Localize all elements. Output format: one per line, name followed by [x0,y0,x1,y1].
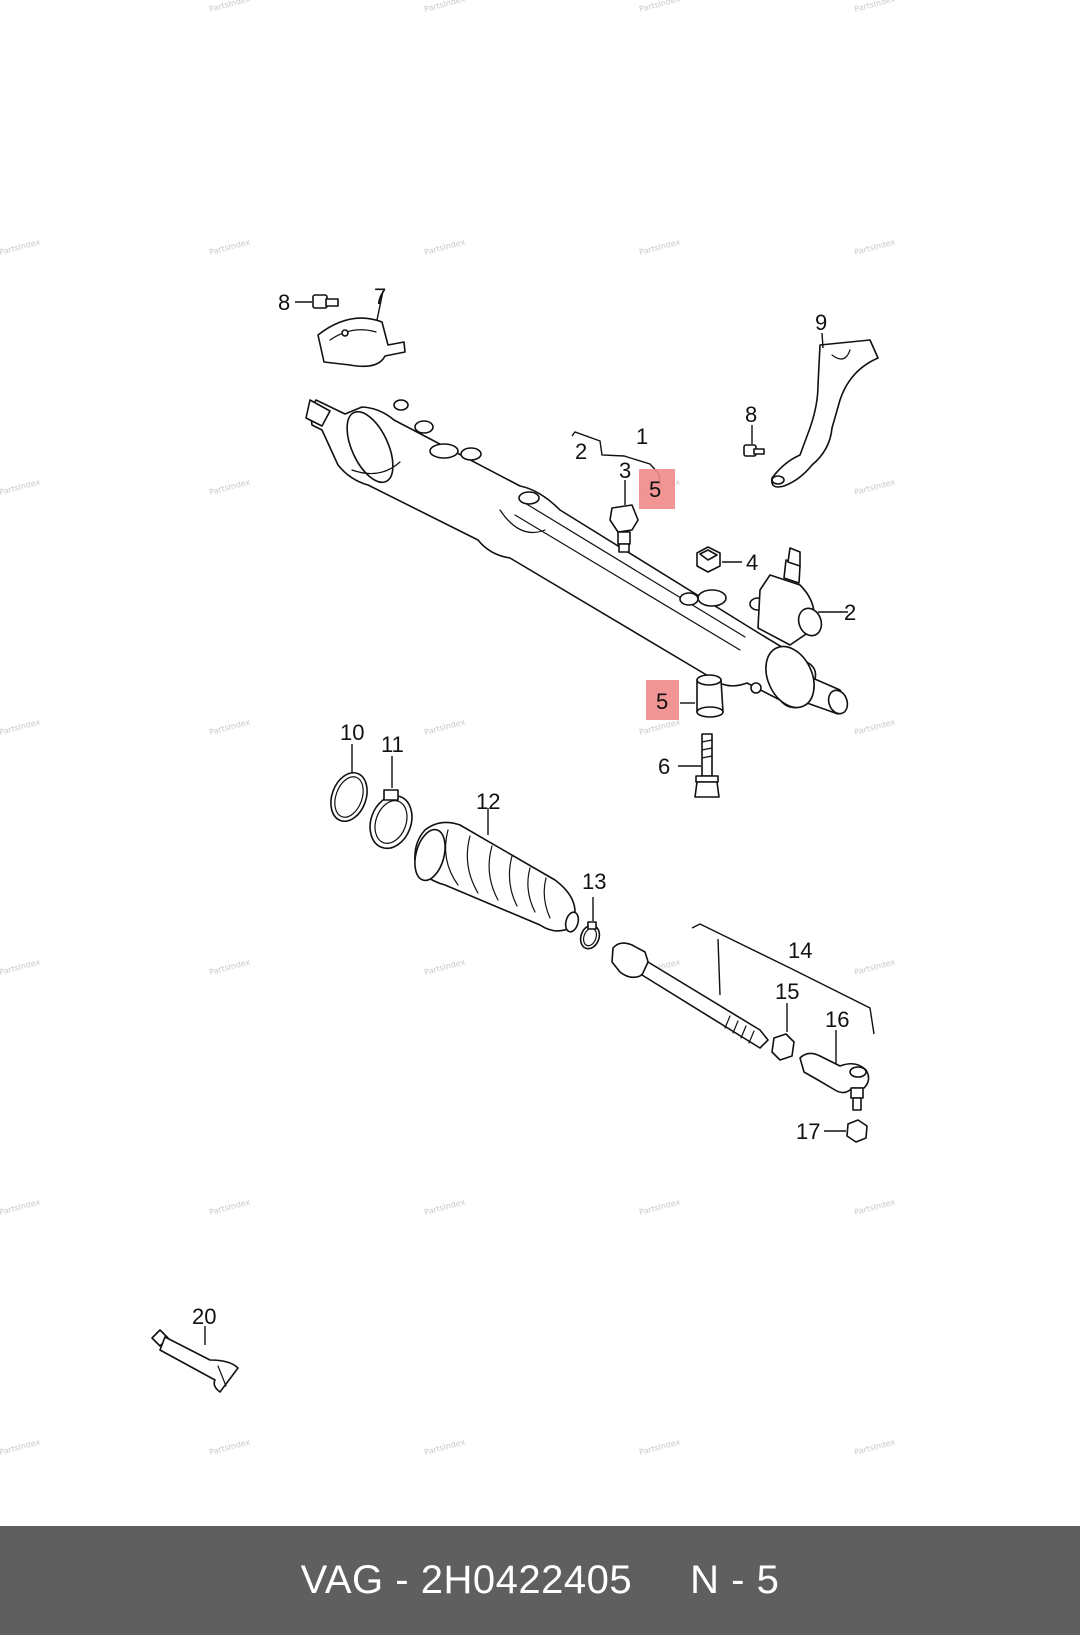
watermark: PartsIndex [0,1197,41,1217]
callout-2-upper: 2 [575,439,587,464]
watermark: PartsIndex [423,0,466,14]
watermark: PartsIndex [638,0,681,14]
part-16-tie-rod-end[interactable] [799,1030,870,1111]
callout-9: 9 [815,310,827,335]
watermark: PartsIndex [638,237,681,257]
part-9-bracket[interactable] [770,332,879,488]
watermark: PartsIndex [638,1437,681,1457]
watermark: PartsIndex [0,1437,41,1457]
callout-16: 16 [825,1007,849,1032]
part-20-grease-tube[interactable] [151,1326,239,1393]
part-8-bolt[interactable] [295,294,339,309]
callout-3: 3 [619,458,631,483]
watermark: PartsIndex [853,237,896,257]
callout-5-lower: 5 [656,689,668,714]
footer-bar: VAG - 2H0422405 N - 5 [0,1526,1080,1635]
callout-17: 17 [796,1119,820,1144]
watermark: PartsIndex [423,237,466,257]
callout-20: 20 [192,1304,216,1329]
part-13-small-clamp[interactable] [577,897,602,951]
callout-7: 7 [374,284,386,309]
watermark: PartsIndex [853,477,896,497]
highlight-5-lower [646,680,679,720]
watermark: PartsIndex [853,0,896,14]
watermark: PartsIndex [0,957,41,977]
footer-dash: - [395,1558,410,1602]
watermark: PartsIndex [208,1197,251,1217]
callout-8-right: 8 [745,402,757,427]
callout-4: 4 [746,550,758,575]
part-11-clamp[interactable] [363,756,419,854]
watermark: PartsIndex [208,717,251,737]
callout-8-upper: 8 [278,290,290,315]
part-3-fitting[interactable] [609,480,639,553]
callout-15: 15 [775,979,799,1004]
callout-12: 12 [476,789,500,814]
part-15-nut[interactable] [771,1003,795,1061]
watermark: PartsIndex [853,1437,896,1457]
part-5-bushing[interactable] [680,674,724,718]
watermark: PartsIndex [423,957,466,977]
part-10-o-ring[interactable] [324,744,373,826]
watermark: PartsIndex [423,1197,466,1217]
callout-11: 11 [381,732,404,757]
watermark: PartsIndex [853,717,896,737]
callout-6: 6 [658,754,670,779]
watermark: PartsIndex [638,717,681,737]
watermark: PartsIndex [208,0,251,14]
watermark: PartsIndex [0,237,41,257]
footer-separator: - [384,1558,421,1603]
steering-rack-housing[interactable] [305,399,851,716]
footer-position: N - 5 [690,1558,780,1602]
part-17-nut[interactable] [824,1119,868,1143]
watermark: PartsIndex [423,717,466,737]
footer-gap [632,1558,690,1603]
watermark: PartsIndex [208,957,251,977]
callout-2-right: 2 [844,600,856,625]
callout-14: 14 [788,938,812,963]
part-4-nut[interactable] [696,546,742,573]
watermarks: PartsIndex PartsIndex PartsIndex PartsIn… [0,0,896,1457]
watermark: PartsIndex [208,1437,251,1457]
watermark: PartsIndex [0,717,41,737]
callout-5-upper: 5 [649,477,661,502]
watermark: PartsIndex [423,1437,466,1457]
callouts: 8 7 9 8 1 2 3 5 4 2 5 6 10 11 12 13 14 1… [192,284,856,1329]
part-12-boot[interactable] [410,808,581,933]
part-7-clamp[interactable] [317,290,406,368]
callout-10: 10 [340,720,364,745]
watermark: PartsIndex [0,477,41,497]
watermark: PartsIndex [853,957,896,977]
parts-diagram: PartsIndex PartsIndex PartsIndex PartsIn… [0,0,896,1457]
watermark: PartsIndex [638,1197,681,1217]
watermark: PartsIndex [208,237,251,257]
watermark: PartsIndex [208,477,251,497]
part-8-bolt-right[interactable] [743,425,765,457]
footer-brand: VAG [300,1558,384,1602]
callout-1: 1 [636,424,648,449]
highlight-5-upper [639,469,675,509]
callout-13: 13 [582,869,606,894]
part-14-tie-rod[interactable] [611,923,875,1049]
footer-part-number: 2H0422405 [420,1558,633,1602]
watermark: PartsIndex [853,1197,896,1217]
part-6-bolt[interactable] [678,733,720,798]
